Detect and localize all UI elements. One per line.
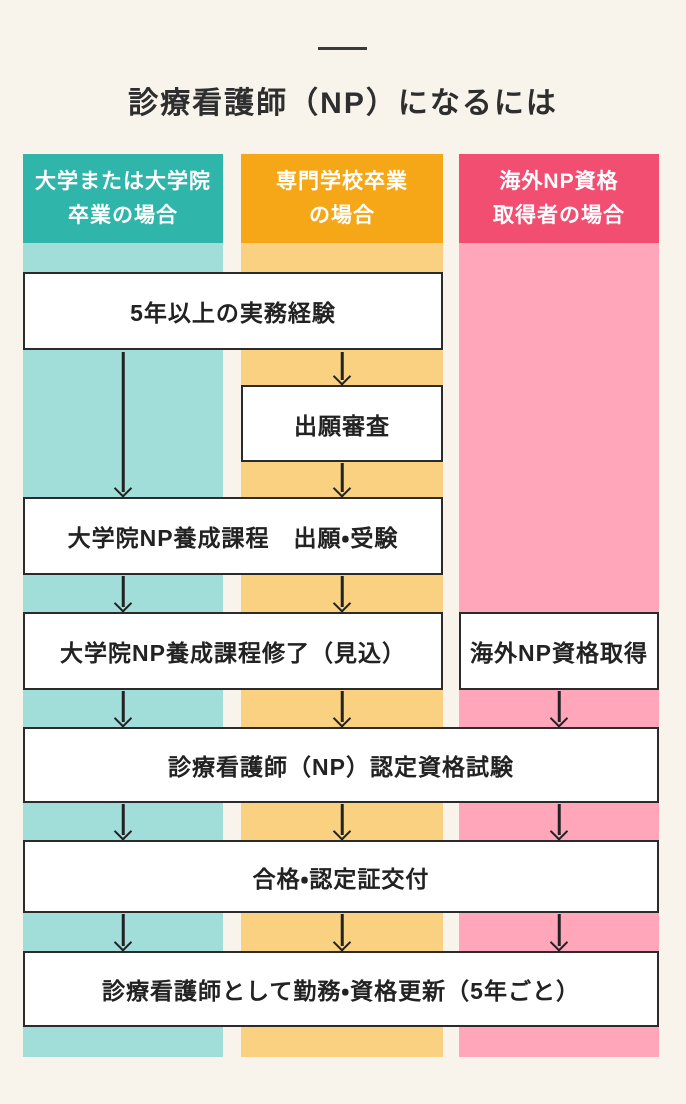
step-overseas-np-qualification: 海外NP資格取得 xyxy=(459,612,659,690)
title-dash-icon xyxy=(318,47,367,50)
step-certification-exam: 診療看護師（NP）認定資格試験 xyxy=(23,727,659,803)
down-arrow-icon xyxy=(332,576,352,611)
down-arrow-icon xyxy=(113,914,133,950)
step-grad-school-complete: 大学院NP養成課程修了（見込） xyxy=(23,612,443,690)
step-pass-certificate: 合格・認定証交付 xyxy=(23,840,659,913)
down-arrow-icon xyxy=(332,691,352,726)
down-arrow-icon xyxy=(332,352,352,384)
page-title: 診療看護師（NP）になるには xyxy=(128,87,558,120)
down-arrow-icon xyxy=(113,691,133,726)
down-arrow-icon xyxy=(549,804,569,839)
column-header-vocational: 専門学校卒業 の場合 xyxy=(241,154,443,243)
down-arrow-icon xyxy=(113,804,133,839)
down-arrow-icon xyxy=(549,691,569,726)
step-work-experience: 5年以上の実務経験 xyxy=(23,272,443,350)
down-arrow-icon xyxy=(113,352,133,496)
column-header-overseas: 海外NP資格 取得者の場合 xyxy=(459,154,659,243)
step-application-screening: 出願審査 xyxy=(241,385,443,462)
down-arrow-icon xyxy=(332,804,352,839)
column-header-university: 大学または大学院 卒業の場合 xyxy=(23,154,223,243)
step-grad-school-apply: 大学院NP養成課程 出願・受験 xyxy=(23,497,443,575)
down-arrow-icon xyxy=(332,463,352,496)
down-arrow-icon xyxy=(113,576,133,611)
down-arrow-icon xyxy=(549,914,569,950)
step-work-renewal: 診療看護師として勤務・資格更新（5年ごと） xyxy=(23,951,659,1027)
down-arrow-icon xyxy=(332,914,352,950)
